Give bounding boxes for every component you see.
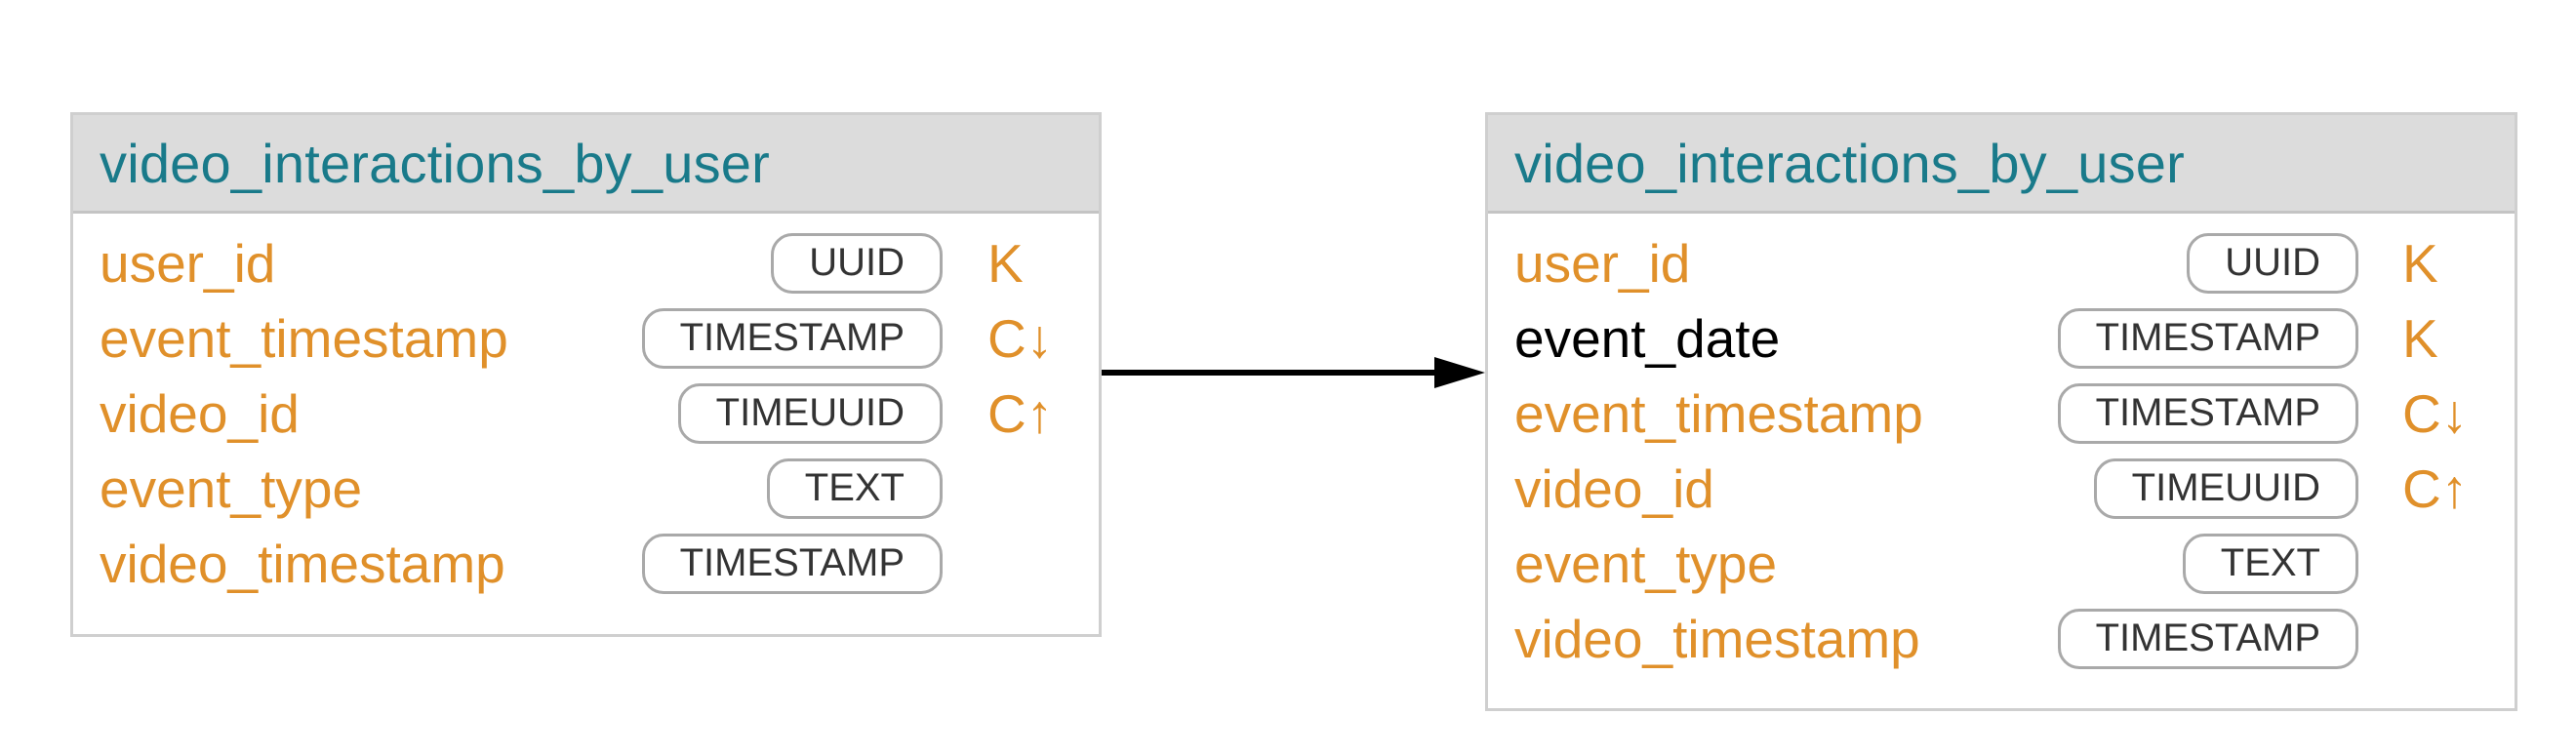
column-list: user_id UUID K event_timestamp TIMESTAMP… [73, 214, 1099, 601]
column-key-marker: C↑ [987, 382, 1054, 444]
column-type-badge: TIMESTAMP [641, 307, 943, 369]
table-row: video_timestamp TIMESTAMP [1488, 601, 2515, 676]
column-type-badge: UUID [771, 232, 943, 294]
target-table: video_interactions_by_user user_id UUID … [1485, 112, 2517, 711]
table-row: video_id TIMEUUID C↑ [73, 376, 1099, 451]
table-row: user_id UUID K [1488, 225, 2515, 300]
table-row: event_type TEXT [1488, 526, 2515, 601]
column-key-marker: K [2402, 307, 2438, 369]
table-header: video_interactions_by_user [1488, 115, 2515, 214]
column-key-marker: K [2402, 232, 2438, 294]
column-type-badge: TEXT [766, 457, 943, 519]
column-name: video_id [1514, 457, 1714, 519]
arrow-head [1434, 357, 1485, 388]
column-list: user_id UUID K event_date TIMESTAMP K ev… [1488, 214, 2515, 676]
column-name: video_timestamp [1514, 608, 1920, 669]
table-title: video_interactions_by_user [100, 132, 770, 194]
column-name: event_type [100, 457, 363, 519]
column-name: event_timestamp [1514, 382, 1923, 444]
table-row: event_type TEXT [73, 451, 1099, 526]
column-name: user_id [1514, 232, 1691, 294]
column-name: event_type [1514, 533, 1778, 594]
column-name: event_timestamp [100, 307, 508, 369]
column-type-badge: TIMESTAMP [2057, 608, 2358, 669]
table-row: event_date TIMESTAMP K [1488, 300, 2515, 376]
column-name: video_id [100, 382, 300, 444]
table-row: event_timestamp TIMESTAMP C↓ [73, 300, 1099, 376]
column-type-badge: TEXT [2182, 533, 2358, 594]
column-name: user_id [100, 232, 276, 294]
column-key-marker: C↓ [987, 307, 1054, 369]
column-type-badge: TIMEUUID [2093, 457, 2358, 519]
column-name: video_timestamp [100, 533, 505, 594]
column-key-marker: C↑ [2402, 457, 2469, 519]
table-row: video_id TIMEUUID C↑ [1488, 451, 2515, 526]
table-title: video_interactions_by_user [1514, 132, 2185, 194]
table-row: video_timestamp TIMESTAMP [73, 526, 1099, 601]
source-table: video_interactions_by_user user_id UUID … [70, 112, 1102, 637]
table-row: user_id UUID K [73, 225, 1099, 300]
column-type-badge: TIMESTAMP [641, 533, 943, 594]
column-type-badge: TIMESTAMP [2057, 307, 2358, 369]
table-row: event_timestamp TIMESTAMP C↓ [1488, 376, 2515, 451]
new-column-name: event_date [1514, 307, 1781, 369]
column-key-marker: C↓ [2402, 382, 2469, 444]
column-type-badge: TIMEUUID [677, 382, 943, 444]
column-key-marker: K [987, 232, 1024, 294]
column-type-badge: TIMESTAMP [2057, 382, 2358, 444]
table-header: video_interactions_by_user [73, 115, 1099, 214]
column-type-badge: UUID [2187, 232, 2358, 294]
